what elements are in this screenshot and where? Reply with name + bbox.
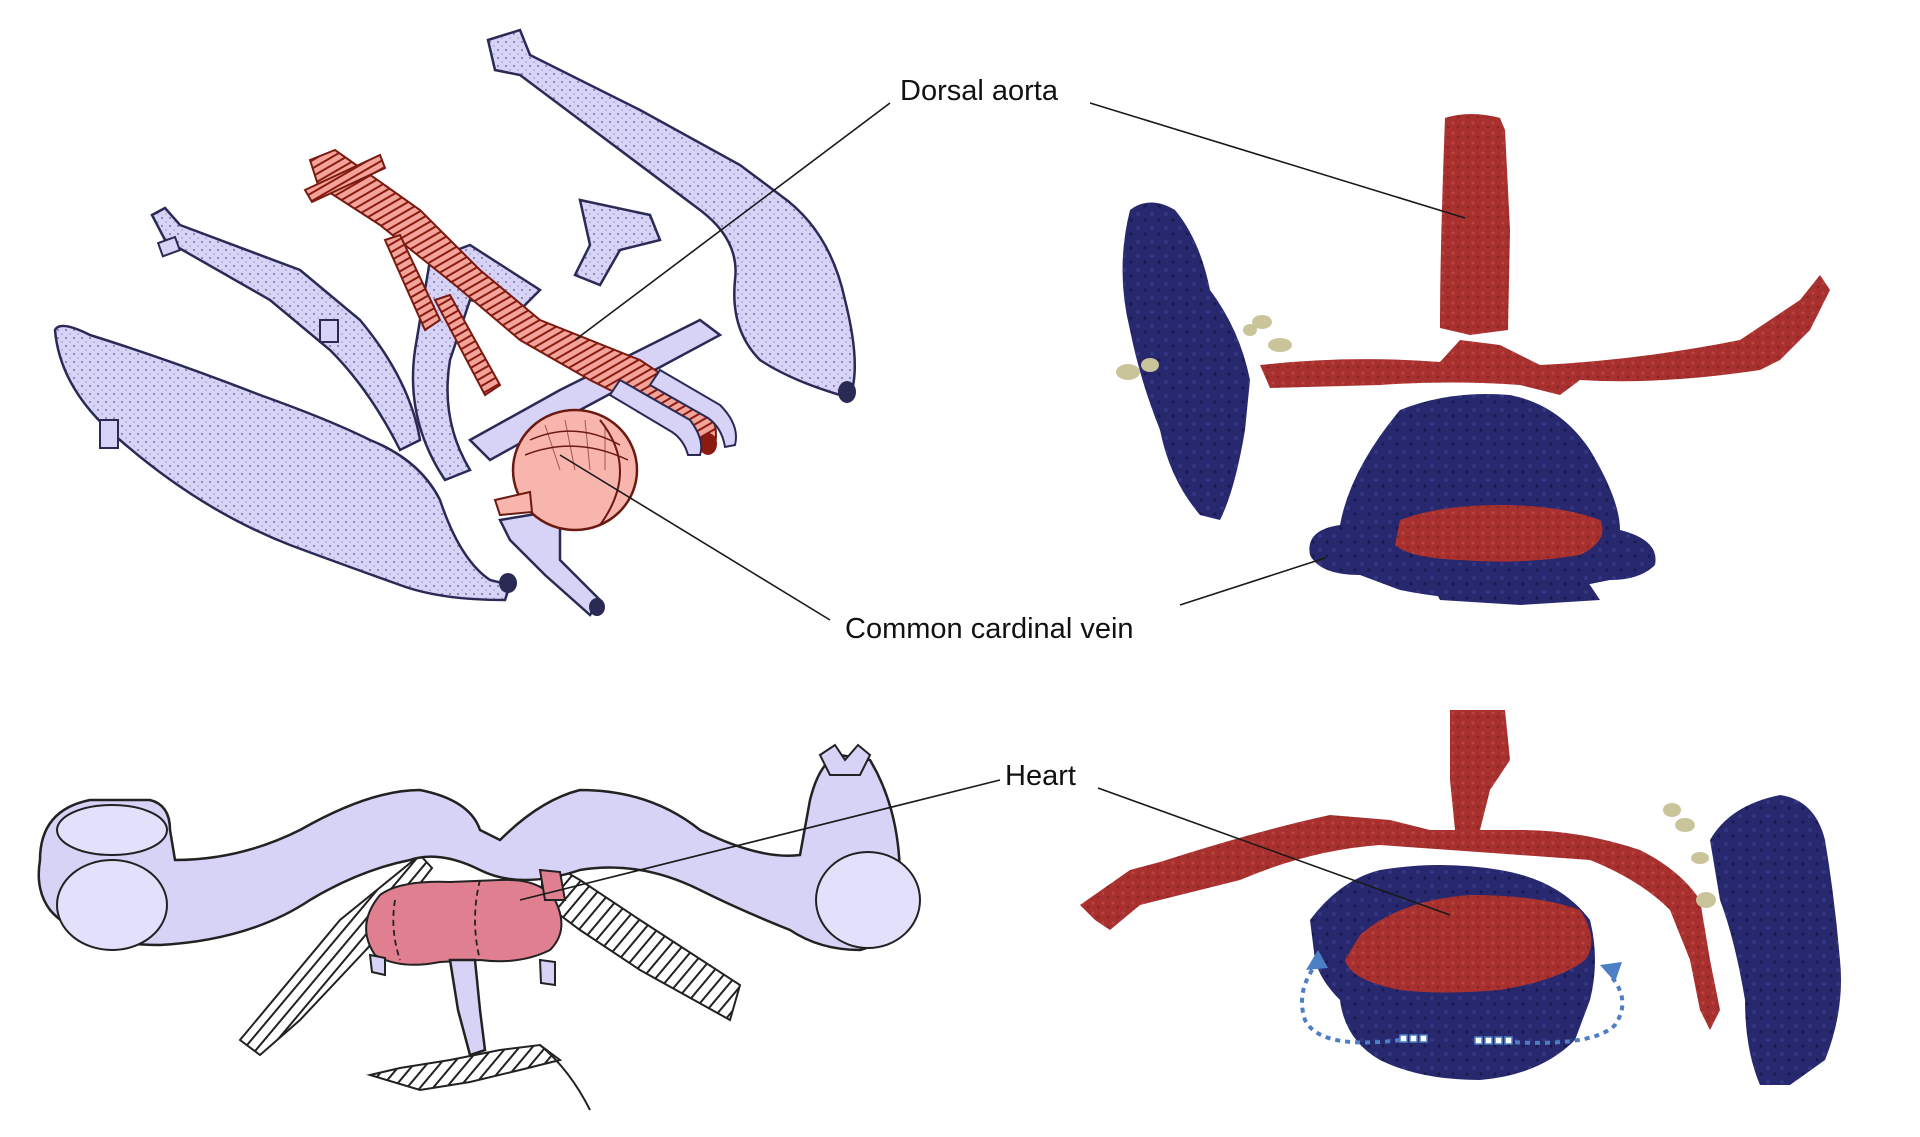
model-arterial-arch [1260, 275, 1830, 395]
model-dorsal-aorta-lower [1450, 710, 1510, 830]
heart-outflow [493, 490, 534, 517]
leader-lines [519, 102, 1466, 916]
bottom-left-drawing [37, 743, 921, 1111]
hatched-tissue-bottom [366, 1043, 563, 1092]
label-dorsal-aorta: Dorsal aorta [900, 75, 1059, 107]
model-dorsal-aorta [1440, 114, 1510, 335]
model-vein-left-top [1122, 202, 1250, 520]
bottom-right-3d-model [1080, 710, 1841, 1085]
top-right-3d-model [1116, 114, 1830, 605]
vein-lumen-left [56, 859, 168, 951]
model-nerve-fragments-lower [1663, 803, 1716, 908]
artery-branch-lower [383, 233, 442, 332]
vein-lumen-right [815, 851, 921, 949]
model-heart-top [1395, 505, 1603, 562]
top-left-drawing [53, 28, 856, 617]
vein-stem [448, 958, 487, 1057]
label-common-cardinal-vein: Common cardinal vein [845, 613, 1134, 645]
model-arterial-arch-lower [1080, 815, 1720, 1030]
model-nerve-fragments [1116, 315, 1292, 380]
label-heart: Heart [1005, 760, 1076, 792]
heart-drawing-lower [365, 878, 563, 966]
model-vein-right-bottom [1710, 795, 1841, 1085]
artery-branch-upper [303, 153, 387, 204]
rotation-arrows [1300, 960, 1625, 1045]
model-heart [1345, 895, 1592, 993]
heart-drawing [493, 408, 639, 532]
